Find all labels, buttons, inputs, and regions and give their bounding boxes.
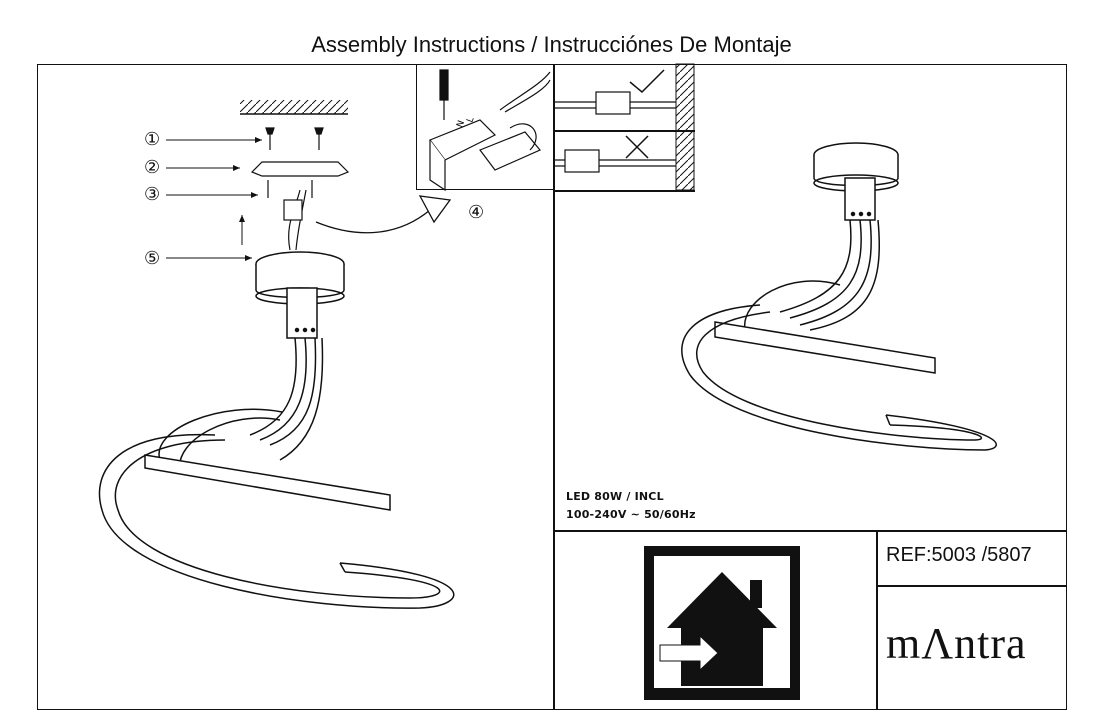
product-reference: REF:5003 /5807 xyxy=(886,544,1032,566)
spec-power: LED 80W / INCL xyxy=(566,490,664,503)
incorrect-connection xyxy=(553,135,676,173)
callout-2: ② xyxy=(144,157,161,178)
mounting-bracket xyxy=(250,161,350,198)
connector-divider-1 xyxy=(553,130,695,132)
indoor-use-house-icon xyxy=(644,546,800,700)
left-fixture xyxy=(98,251,455,609)
panel-divider-vertical xyxy=(553,64,555,710)
supply-wires xyxy=(283,189,307,251)
info-divider-vertical xyxy=(876,530,878,710)
right-fixture xyxy=(681,142,997,451)
cross-mark-icon xyxy=(625,135,649,159)
callout-3: ③ xyxy=(144,184,161,205)
spec-voltage: 100-240V ~ 50/60Hz xyxy=(566,508,696,521)
callout-5: ⑤ xyxy=(144,248,161,269)
terminal-n: N xyxy=(455,119,467,129)
mounting-screws xyxy=(265,127,324,150)
panel-divider-horizontal xyxy=(553,530,1067,532)
ceiling-hatch xyxy=(240,100,348,114)
callout-4: ④ xyxy=(468,202,485,223)
page-title: Assembly Instructions / Instrucciónes De… xyxy=(311,32,792,57)
curved-arrow-to-wiring xyxy=(315,209,431,234)
terminal-l: L xyxy=(465,116,476,124)
brand-logo: mΛntra xyxy=(886,619,1027,668)
connector-divider-2 xyxy=(553,190,695,192)
wiring-detail xyxy=(429,69,551,192)
leader-lines xyxy=(166,137,262,261)
wall-hatch xyxy=(675,63,695,191)
correct-connection xyxy=(553,69,676,115)
info-divider-horizontal xyxy=(876,585,1067,587)
check-mark-icon xyxy=(629,69,665,94)
callout-1: ① xyxy=(144,129,161,150)
